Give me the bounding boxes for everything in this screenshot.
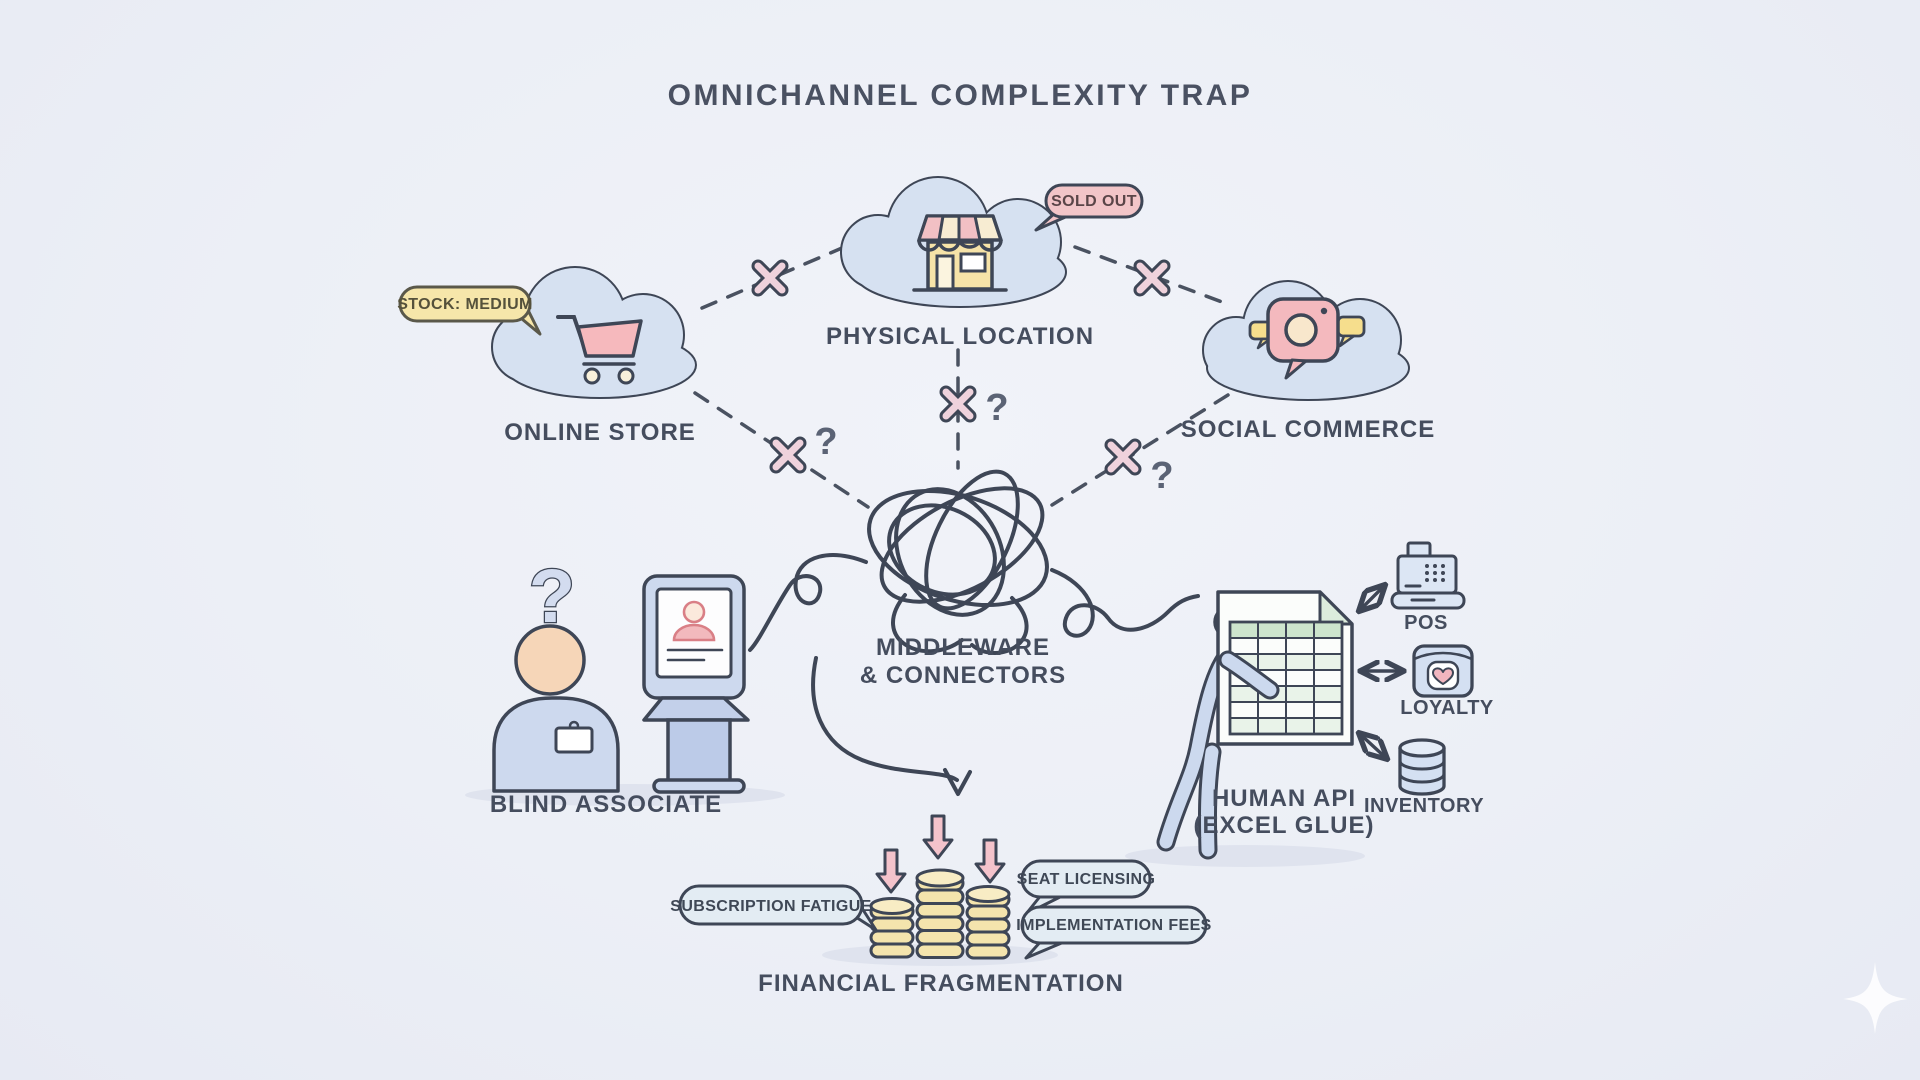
stock-status-text: STOCK: MEDIUM bbox=[397, 296, 533, 313]
question-mark: ? bbox=[1150, 455, 1173, 497]
cost-arrow-icon bbox=[922, 814, 954, 860]
cost-arrow-icon bbox=[875, 848, 907, 894]
storefront-icon bbox=[912, 214, 1008, 292]
connector-online-physical bbox=[700, 246, 844, 310]
subscription-fatigue-text: SUBSCRIPTION FATIGUE bbox=[670, 898, 872, 915]
connector-social-middleware bbox=[1050, 393, 1230, 507]
middleware-label-line2: & CONNECTORS bbox=[860, 662, 1066, 689]
loyalty-label: LOYALTY bbox=[1400, 697, 1494, 719]
financial-fragmentation-group: SUBSCRIPTION FATIGUE SEAT LICENSING IMPL… bbox=[670, 814, 1211, 997]
arrow-head-down bbox=[943, 768, 972, 796]
physical-location-label: PHYSICAL LOCATION bbox=[826, 323, 1094, 350]
loyalty-icon bbox=[1412, 644, 1474, 698]
knot-tail-right bbox=[1050, 568, 1200, 638]
blind-associate-group: ? BLIND ASSOCIATE bbox=[465, 553, 785, 818]
pos-label: POS bbox=[1404, 612, 1448, 634]
associate-person: ? bbox=[492, 553, 620, 793]
knot-tail-left bbox=[748, 553, 868, 652]
implementation-fees-bubble: IMPLEMENTATION FEES bbox=[1016, 905, 1211, 960]
kiosk bbox=[642, 574, 750, 794]
seat-licensing-text: SEAT LICENSING bbox=[1017, 871, 1156, 888]
social-commerce-label: SOCIAL COMMERCE bbox=[1181, 416, 1436, 443]
knot-arrow-to-coins bbox=[811, 656, 959, 782]
subscription-fatigue-bubble: SUBSCRIPTION FATIGUE bbox=[670, 884, 878, 932]
heart-icon bbox=[1432, 667, 1454, 685]
spreadsheet-icon bbox=[1216, 590, 1354, 746]
coin-stack-small bbox=[869, 897, 915, 959]
sold-out-text: SOLD OUT bbox=[1051, 193, 1137, 210]
connector-online-middleware bbox=[693, 391, 870, 509]
inventory-icon bbox=[1398, 738, 1446, 796]
sync-arrows bbox=[1360, 586, 1402, 758]
associate-head bbox=[514, 624, 586, 696]
social-commerce-channel: SOCIAL COMMERCE bbox=[1181, 280, 1436, 443]
online-store-channel: ONLINE STORE bbox=[491, 266, 697, 446]
ground-shadow bbox=[1125, 845, 1365, 867]
blind-associate-label: BLIND ASSOCIATE bbox=[490, 791, 722, 818]
person-arm bbox=[1218, 650, 1280, 700]
stock-status-bubble: STOCK: MEDIUM bbox=[397, 285, 542, 336]
question-mark: ? bbox=[814, 421, 837, 463]
middleware-label-line1: MIDDLEWARE bbox=[876, 634, 1050, 661]
pos-icon bbox=[1390, 541, 1466, 610]
page-title: OMNICHANNEL COMPLEXITY TRAP bbox=[668, 79, 1253, 112]
human-api-group: HUMAN API (EXCEL GLUE) POS bbox=[1125, 541, 1494, 867]
physical-location-channel: PHYSICAL LOCATION bbox=[826, 176, 1094, 350]
shopping-cart-icon bbox=[556, 315, 643, 385]
human-api-label-line2: (EXCEL GLUE) bbox=[1194, 812, 1375, 839]
financial-fragmentation-label: FINANCIAL FRAGMENTATION bbox=[758, 970, 1124, 997]
screen-person-icon bbox=[682, 600, 706, 624]
x-mark-icon bbox=[1111, 445, 1135, 469]
implementation-fees-text: IMPLEMENTATION FEES bbox=[1016, 917, 1211, 934]
x-mark-icon bbox=[776, 443, 800, 467]
inventory-label: INVENTORY bbox=[1364, 795, 1484, 817]
coin-stack-medium bbox=[965, 885, 1011, 960]
human-api-label-line1: HUMAN API bbox=[1212, 785, 1356, 812]
coin-stack-tall bbox=[915, 868, 965, 959]
x-mark-icon bbox=[1140, 266, 1164, 290]
x-mark-icon bbox=[946, 392, 970, 416]
middleware-knot bbox=[748, 469, 1200, 796]
social-camera-icon bbox=[1248, 297, 1366, 380]
x-mark-icon bbox=[758, 266, 782, 290]
cost-arrow-icon bbox=[974, 838, 1006, 884]
sold-out-badge: SOLD OUT bbox=[1034, 183, 1144, 232]
question-mark: ? bbox=[985, 387, 1008, 429]
sparkle-watermark bbox=[1843, 962, 1908, 1034]
name-badge bbox=[554, 726, 594, 754]
online-store-label: ONLINE STORE bbox=[504, 419, 696, 446]
confusion-question-mark: ? bbox=[529, 554, 575, 639]
